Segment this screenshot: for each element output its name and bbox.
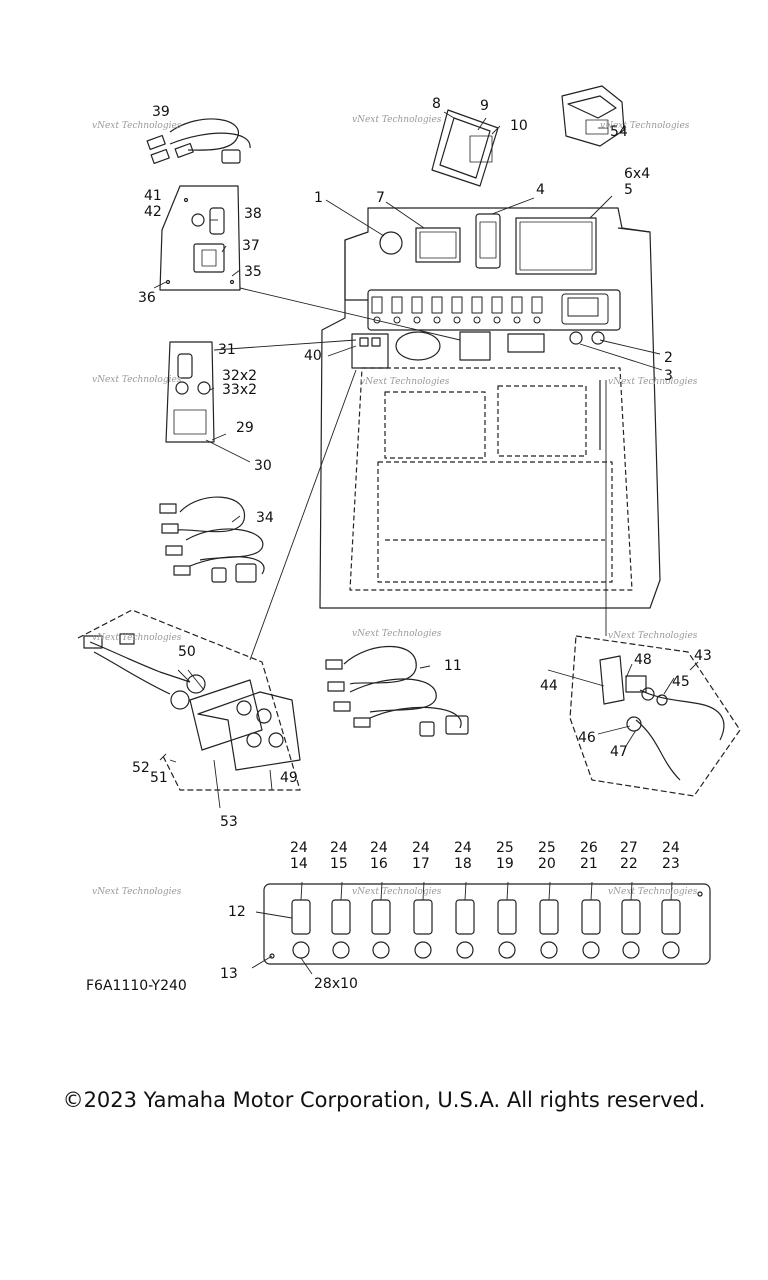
leader-lines: [153, 111, 699, 975]
callout-24-a: 24: [290, 840, 308, 856]
callout-28x10: 28x10: [314, 976, 358, 992]
diagram-code: F6A1110-Y240: [86, 978, 187, 994]
callout-5: 5: [624, 182, 633, 198]
harness-11: [325, 645, 469, 737]
callout-27: 27: [620, 840, 638, 856]
watermark-3: vNext Technologies: [600, 121, 690, 131]
callout-12: 12: [228, 904, 246, 920]
watermarks: vNext Technologies vNext Technologies vN…: [92, 115, 698, 897]
callout-17: 17: [412, 856, 430, 872]
callout-40: 40: [304, 348, 322, 364]
callout-41: 41: [144, 188, 162, 204]
callout-14: 14: [290, 856, 308, 872]
callout-18: 18: [454, 856, 472, 872]
callout-3: 3: [664, 368, 673, 384]
callout-24-d: 24: [412, 840, 430, 856]
callout-2: 2: [664, 350, 673, 366]
callout-19: 19: [496, 856, 514, 872]
callout-43: 43: [694, 648, 712, 664]
harness-34: [159, 496, 265, 583]
watermark-5: vNext Technologies: [360, 377, 450, 387]
callout-10: 10: [510, 118, 528, 134]
callout-24-b: 24: [330, 840, 348, 856]
callout-33x2: 33x2: [222, 382, 257, 398]
callout-30: 30: [254, 458, 272, 474]
callout-9: 9: [480, 98, 489, 114]
harness-39: [146, 118, 251, 165]
callout-labels: 1 2 3 4 6x4 5 7 8 9 10 11 12 13 24 14 24…: [86, 96, 712, 994]
copyright-notice: ©2023 Yamaha Motor Corporation, U.S.A. A…: [62, 1088, 706, 1112]
power-outlet-assembly: [77, 609, 301, 791]
watermark-6: vNext Technologies: [608, 377, 698, 387]
callout-1: 1: [314, 190, 323, 206]
switch-panel-35: [159, 185, 241, 291]
callout-6x4: 6x4: [624, 166, 650, 182]
watermark-7: vNext Technologies: [92, 633, 182, 643]
dashboard-console: [319, 207, 661, 609]
watermark-2: vNext Technologies: [352, 115, 442, 125]
remote-fob: [561, 85, 625, 147]
watermark-11: vNext Technologies: [352, 887, 442, 897]
watermark-1: vNext Technologies: [92, 121, 182, 131]
callout-4: 4: [536, 182, 545, 198]
watermark-9: vNext Technologies: [608, 631, 698, 641]
callout-24-e: 24: [454, 840, 472, 856]
callout-50: 50: [178, 644, 196, 660]
callout-21: 21: [580, 856, 598, 872]
callout-26: 26: [580, 840, 598, 856]
callout-38: 38: [244, 206, 262, 222]
switch-panel-29: [165, 341, 215, 443]
callout-23: 23: [662, 856, 680, 872]
callout-48: 48: [634, 652, 652, 668]
watermark-8: vNext Technologies: [352, 629, 442, 639]
callout-7: 7: [376, 190, 385, 206]
callout-15: 15: [330, 856, 348, 872]
callout-42: 42: [144, 204, 162, 220]
callout-25-b: 25: [538, 840, 556, 856]
harness-43-assembly: [569, 635, 741, 797]
callout-47: 47: [610, 744, 628, 760]
callout-39: 39: [152, 104, 170, 120]
callout-8: 8: [432, 96, 441, 112]
callout-36: 36: [138, 290, 156, 306]
callout-20: 20: [538, 856, 556, 872]
callout-53: 53: [220, 814, 238, 830]
callout-45: 45: [672, 674, 690, 690]
callout-54: 54: [610, 124, 628, 140]
callout-11: 11: [444, 658, 462, 674]
callout-35: 35: [244, 264, 262, 280]
gauge-assembly: [431, 109, 499, 187]
watermark-4: vNext Technologies: [92, 375, 182, 385]
watermark-10: vNext Technologies: [92, 887, 182, 897]
callout-24-f: 24: [662, 840, 680, 856]
callout-46: 46: [578, 730, 596, 746]
callout-44: 44: [540, 678, 558, 694]
callout-51: 51: [150, 770, 168, 786]
callout-22: 22: [620, 856, 638, 872]
callout-16: 16: [370, 856, 388, 872]
callout-49: 49: [280, 770, 298, 786]
callout-24-c: 24: [370, 840, 388, 856]
callout-32x2: 32x2: [222, 368, 257, 384]
watermark-12: vNext Technologies: [608, 887, 698, 897]
callout-13: 13: [220, 966, 238, 982]
callout-37: 37: [242, 238, 260, 254]
callout-29: 29: [236, 420, 254, 436]
callout-34: 34: [256, 510, 274, 526]
callout-31: 31: [218, 342, 236, 358]
callout-25-a: 25: [496, 840, 514, 856]
callout-52: 52: [132, 760, 150, 776]
